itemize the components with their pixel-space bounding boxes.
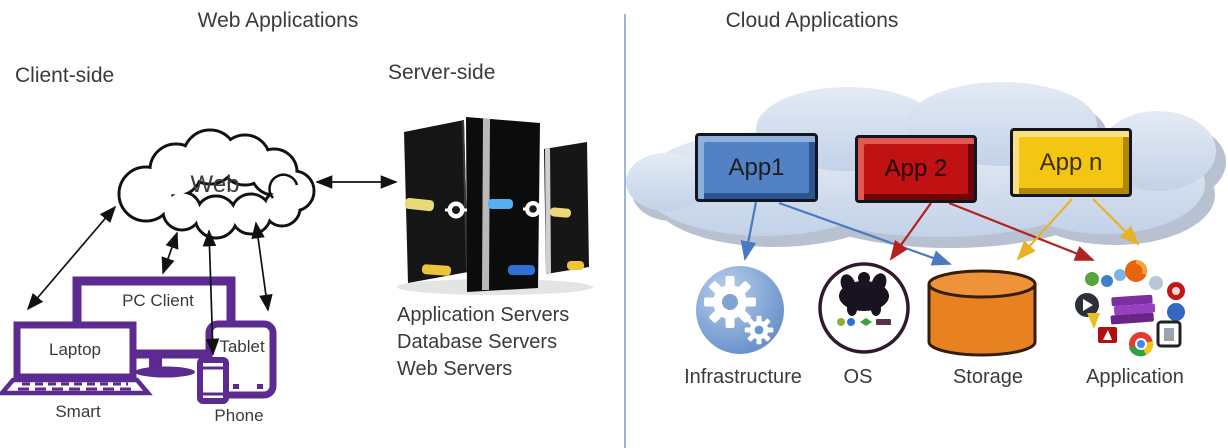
storage-label: Storage bbox=[952, 366, 1024, 388]
archive-books-icon bbox=[1110, 294, 1156, 325]
infrastructure-label: Infrastructure bbox=[684, 366, 802, 388]
app-resource-arrows bbox=[740, 198, 1140, 266]
application-label: Application bbox=[1086, 366, 1184, 388]
right-panel-title: Cloud Applications bbox=[725, 9, 899, 32]
chrome-icon bbox=[1129, 332, 1154, 357]
app1-button: App1 bbox=[695, 133, 818, 202]
phone-label: Phone bbox=[214, 406, 264, 425]
web-cloud-icon bbox=[117, 128, 316, 240]
storage-icon bbox=[927, 269, 1037, 357]
app2-button: App 2 bbox=[855, 135, 977, 203]
server-badge-icons bbox=[445, 201, 543, 219]
app-n-button: App n bbox=[1010, 128, 1132, 197]
server-type-label-1: Database Servers bbox=[397, 331, 558, 353]
application-icons-cluster bbox=[1075, 260, 1185, 357]
smartphone-icon bbox=[197, 357, 229, 404]
panel-divider bbox=[624, 14, 626, 448]
app2-label: App 2 bbox=[884, 155, 948, 182]
left-panel-title: Web Applications bbox=[197, 9, 359, 32]
app-n-label: App n bbox=[1039, 148, 1103, 176]
server-type-label-2: Web Servers bbox=[397, 358, 513, 380]
laptop-label: Laptop bbox=[49, 340, 101, 359]
web-connection-arrows bbox=[26, 175, 398, 356]
infrastructure-icon bbox=[696, 266, 784, 354]
server-type-label-0: Application Servers bbox=[397, 304, 570, 326]
server-led-stripes bbox=[404, 197, 584, 276]
pc-client-label: PC Client bbox=[122, 291, 194, 310]
os-logos bbox=[837, 272, 891, 326]
laptop-icon bbox=[0, 321, 153, 396]
server-side-label: Server-side bbox=[388, 61, 496, 84]
web-cloud-label: Web bbox=[190, 171, 240, 198]
server-rack-icon bbox=[397, 117, 593, 295]
smart-label: Smart bbox=[55, 402, 101, 421]
gear-icon bbox=[704, 276, 774, 345]
os-icon bbox=[818, 262, 910, 354]
app1-label: App1 bbox=[728, 153, 785, 181]
tablet-label: Tablet bbox=[219, 337, 265, 356]
client-side-label: Client-side bbox=[15, 64, 115, 87]
os-label: OS bbox=[843, 366, 873, 388]
